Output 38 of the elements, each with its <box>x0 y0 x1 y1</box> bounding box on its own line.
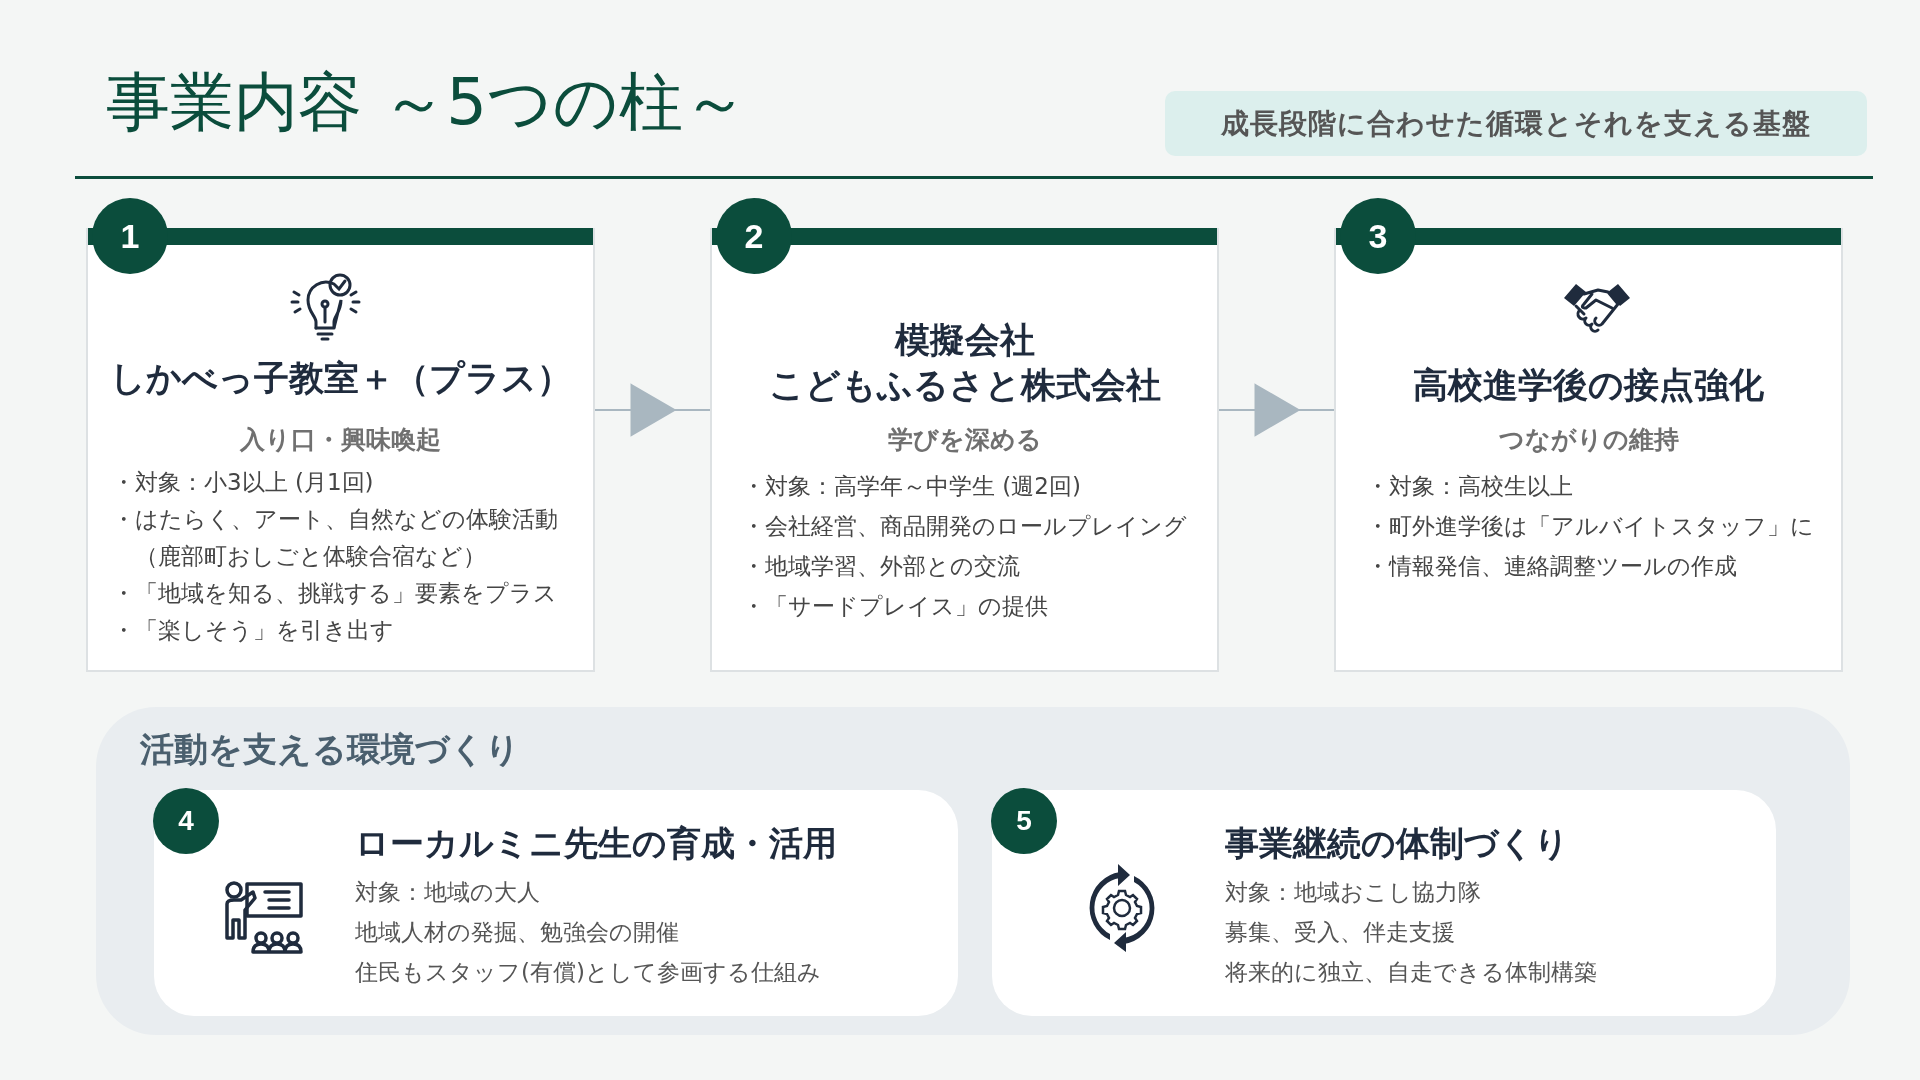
body-text: 対象：地域おこし協力隊 <box>1225 878 1482 907</box>
bullet-item: ・対象：高学年～中学生 (週2回) <box>742 472 1082 501</box>
card-heading: しかべっ子教室＋（プラス） <box>108 357 573 400</box>
step-number: 2 <box>716 198 792 274</box>
card-heading: 高校進学後の接点強化 <box>1412 364 1765 407</box>
bullet-item: ・「サードプレイス」の提供 <box>742 592 1049 621</box>
bullet-item: ・地域学習、外部との交流 <box>742 552 1021 581</box>
card-heading: 事業継続の体制づくり <box>1225 823 1569 863</box>
section-panel <box>96 707 1850 1035</box>
step-number: 4 <box>153 788 219 854</box>
body-text: 将来的に独立、自走できる体制構築 <box>1225 958 1597 987</box>
subtitle-tag: 成長段階に合わせた循環とそれを支える基盤 <box>1165 91 1867 156</box>
bullet-item: ・はたらく、アート、自然などの体験活動（鹿部町おしごと体験合宿など） <box>112 505 559 571</box>
support-card <box>992 790 1776 1016</box>
support-card <box>154 790 958 1016</box>
bullet-item: ・会社経営、商品開発のロールプレイング <box>742 512 1188 541</box>
bullet-item: ・町外進学後は「アルバイトスタッフ」に <box>1366 512 1815 541</box>
step-number: 3 <box>1340 198 1416 274</box>
body-text: 募集、受入、伴走支援 <box>1225 918 1456 947</box>
bullet-item: ・対象：高校生以上 <box>1366 472 1574 501</box>
bullet-item: ・「地域を知る、挑戦する」要素をプラス <box>112 579 558 608</box>
card-subheading: 入り口・興味喚起 <box>238 424 442 456</box>
flow-arrow <box>594 384 711 436</box>
card-subheading: つながりの維持 <box>1497 424 1680 456</box>
body-text: 地域人材の発掘、勉強会の開催 <box>355 918 680 947</box>
title: 事業内容 ～5つの柱～ <box>106 64 748 141</box>
step-number: 5 <box>991 788 1057 854</box>
card-heading: 模擬会社こどもふるさと株式会社 <box>767 319 1162 407</box>
bullet-item: ・対象：小3以上 (月1回) <box>112 468 375 497</box>
step-number: 1 <box>92 198 168 274</box>
card-heading: ローカルミニ先生の育成・活用 <box>355 823 837 863</box>
flow-arrow <box>1218 384 1335 436</box>
bullet-item: ・情報発信、連絡調整ツールの作成 <box>1366 552 1738 581</box>
body-text: 対象：地域の大人 <box>355 878 541 907</box>
card-subheading: 学びを深める <box>886 424 1043 456</box>
body-text: 住民もスタッフ(有償)として参画する仕組み <box>355 958 821 987</box>
panel-heading: 活動を支える環境づくり <box>140 729 520 769</box>
bullet-item: ・「楽しそう」を引き出す <box>112 616 395 645</box>
